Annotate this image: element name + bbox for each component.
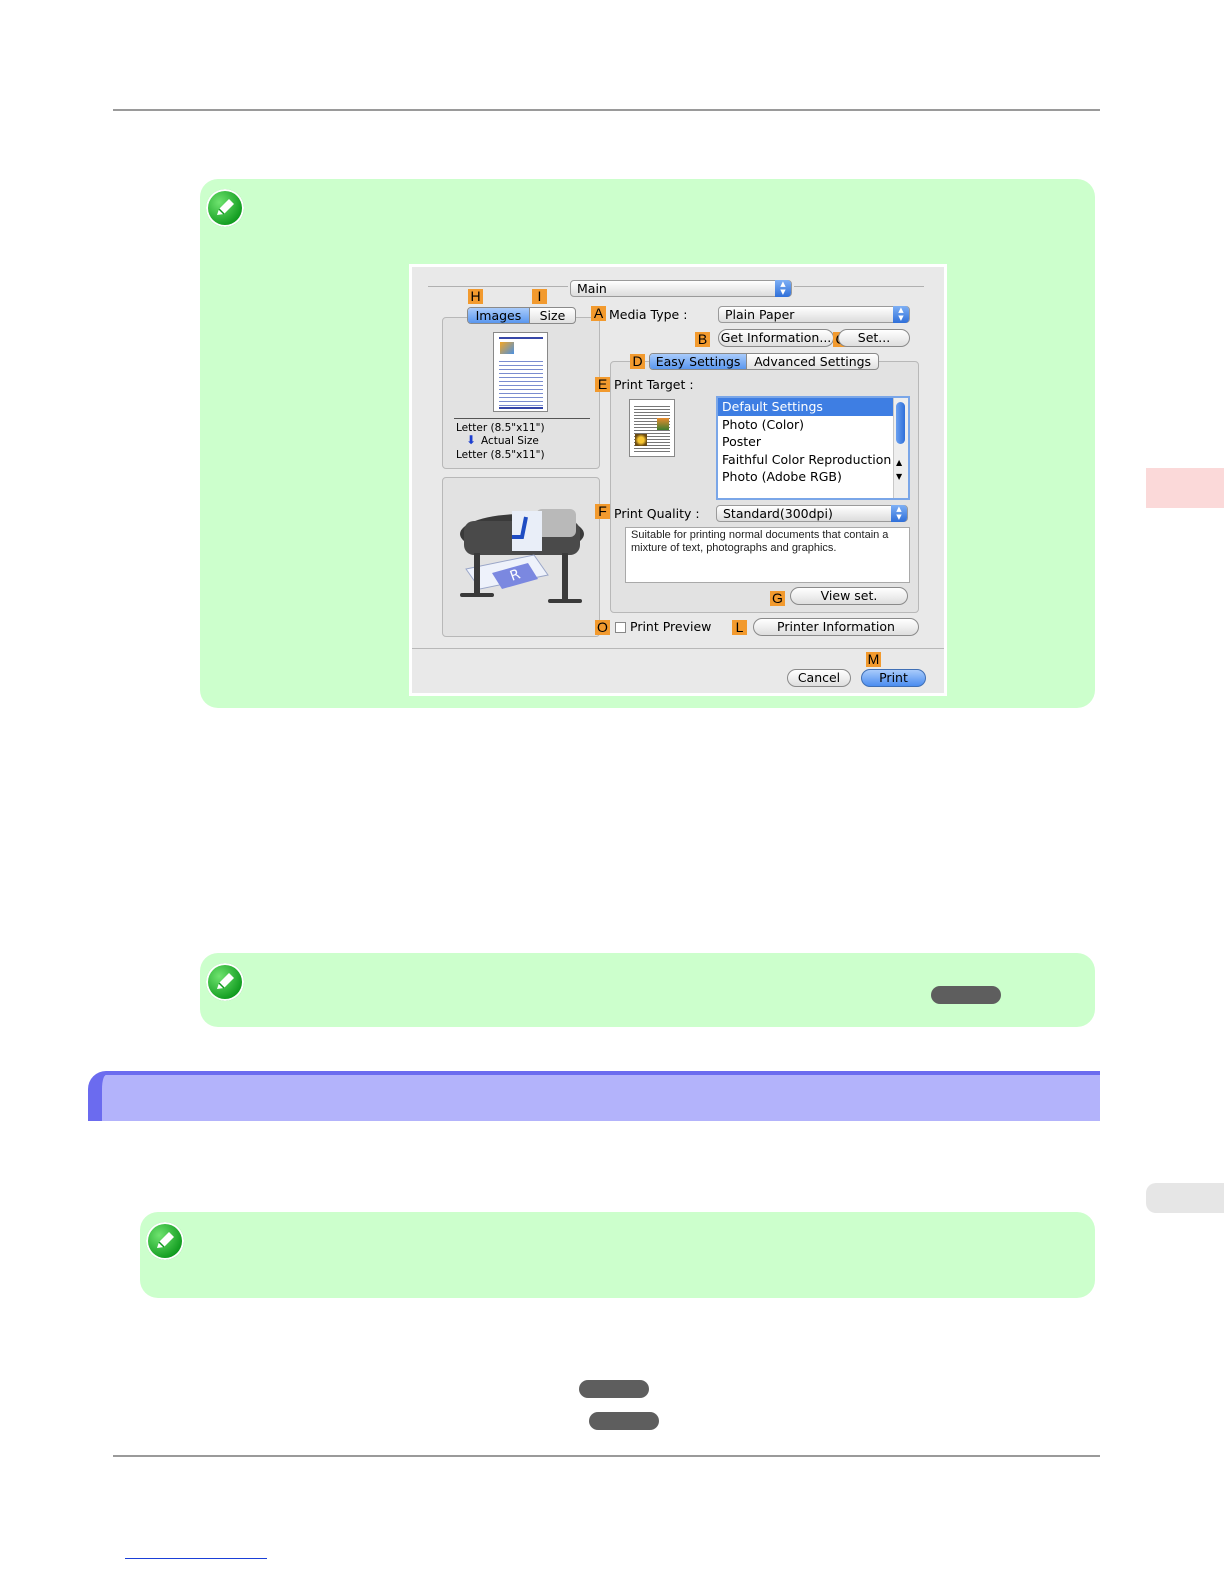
note-pencil-icon — [206, 189, 244, 227]
print-target-thumbnail — [629, 399, 675, 457]
paper-size-top: Letter (8.5"x11") — [456, 422, 545, 434]
top-separator — [794, 286, 924, 287]
tab-easy-settings[interactable]: Easy Settings — [650, 354, 748, 369]
popup-arrows-icon: ▲▼ — [891, 505, 907, 522]
popup-arrows-icon: ▲▼ — [893, 306, 909, 323]
note-box-2 — [200, 953, 1095, 1027]
panel-select[interactable]: Main ▲▼ — [570, 280, 792, 297]
print-target-label: Print Target : — [614, 377, 694, 392]
reference-pill[interactable] — [579, 1380, 649, 1398]
note-box-3 — [140, 1212, 1095, 1298]
tag-h: H — [468, 289, 483, 304]
top-separator — [428, 286, 568, 287]
tab-images[interactable]: Images — [468, 308, 530, 323]
printer-image-group — [442, 477, 600, 637]
get-information-button[interactable]: Get Information... — [718, 329, 834, 347]
tag-m: M — [866, 651, 881, 667]
tag-g: G — [770, 591, 785, 606]
footer-link[interactable] — [125, 1558, 267, 1559]
preview-tabs[interactable]: Images Size — [467, 307, 576, 324]
popup-arrows-icon: ▲▼ — [775, 280, 791, 297]
tag-a: A — [591, 306, 606, 321]
quality-description: Suitable for printing normal documents t… — [625, 527, 910, 583]
list-item[interactable]: Faithful Color Reproduction — [722, 451, 892, 467]
printer-information-button[interactable]: Printer Information — [753, 618, 919, 636]
reference-pill[interactable] — [931, 986, 1001, 1004]
settings-tabs[interactable]: Easy Settings Advanced Settings — [649, 353, 879, 370]
tag-l: L — [732, 620, 747, 635]
print-quality-select[interactable]: Standard(300dpi) ▲▼ — [716, 505, 908, 522]
print-quality-value: Standard(300dpi) — [723, 506, 833, 521]
print-preview-label: Print Preview — [630, 619, 712, 634]
media-type-value: Plain Paper — [725, 307, 795, 322]
list-item[interactable]: Photo (Color) — [722, 416, 805, 432]
note-pencil-icon — [146, 1222, 184, 1260]
printer-driver-dialog: Main ▲▼ H I Images Size Letter (8.5"x11"… — [409, 264, 947, 696]
scroll-down-icon[interactable]: ▼ — [896, 472, 903, 481]
side-tab-pink[interactable] — [1146, 468, 1224, 508]
scroll-up-icon[interactable]: ▲ — [896, 458, 903, 467]
tag-e: E — [595, 377, 610, 392]
preview-divider — [454, 418, 590, 419]
note-pencil-icon — [206, 963, 244, 1001]
list-item[interactable]: Default Settings — [718, 398, 908, 416]
list-item[interactable]: Photo (Adobe RGB) — [722, 469, 842, 484]
print-preview-checkbox[interactable] — [615, 622, 626, 633]
tab-size[interactable]: Size — [539, 308, 566, 323]
tag-o: O — [595, 620, 610, 635]
reference-pill[interactable] — [589, 1412, 659, 1430]
tag-i: I — [532, 289, 547, 304]
list-scrollbar[interactable]: ▲ ▼ — [893, 398, 908, 498]
list-item[interactable]: Poster — [722, 434, 761, 449]
print-quality-label: Print Quality : — [614, 506, 700, 521]
view-set-button[interactable]: View set. — [790, 587, 908, 605]
scale-label: Actual Size — [481, 435, 539, 447]
bottom-separator — [412, 648, 944, 649]
tag-d: D — [630, 354, 645, 369]
footer-rule — [113, 1455, 1100, 1457]
tab-advanced-settings[interactable]: Advanced Settings — [754, 354, 872, 369]
print-button[interactable]: Print — [861, 669, 926, 687]
side-tab-grey[interactable] — [1146, 1183, 1224, 1213]
media-type-select[interactable]: Plain Paper ▲▼ — [718, 306, 910, 323]
printer-icon: R — [456, 491, 588, 611]
print-target-list[interactable]: Default Settings Photo (Color) Poster Fa… — [716, 396, 910, 500]
set-button[interactable]: Set... — [838, 329, 910, 347]
cancel-button[interactable]: Cancel — [787, 669, 851, 687]
tag-f: F — [595, 504, 610, 519]
paper-size-bottom: Letter (8.5"x11") — [456, 449, 545, 461]
header-rule — [113, 109, 1100, 111]
media-type-label: Media Type : — [609, 307, 688, 322]
panel-select-label: Main — [577, 281, 607, 296]
down-arrow-icon: ⬇ — [466, 433, 477, 447]
page-preview-icon — [493, 332, 548, 412]
section-heading-bar — [88, 1071, 1100, 1121]
tag-b: B — [695, 332, 710, 347]
